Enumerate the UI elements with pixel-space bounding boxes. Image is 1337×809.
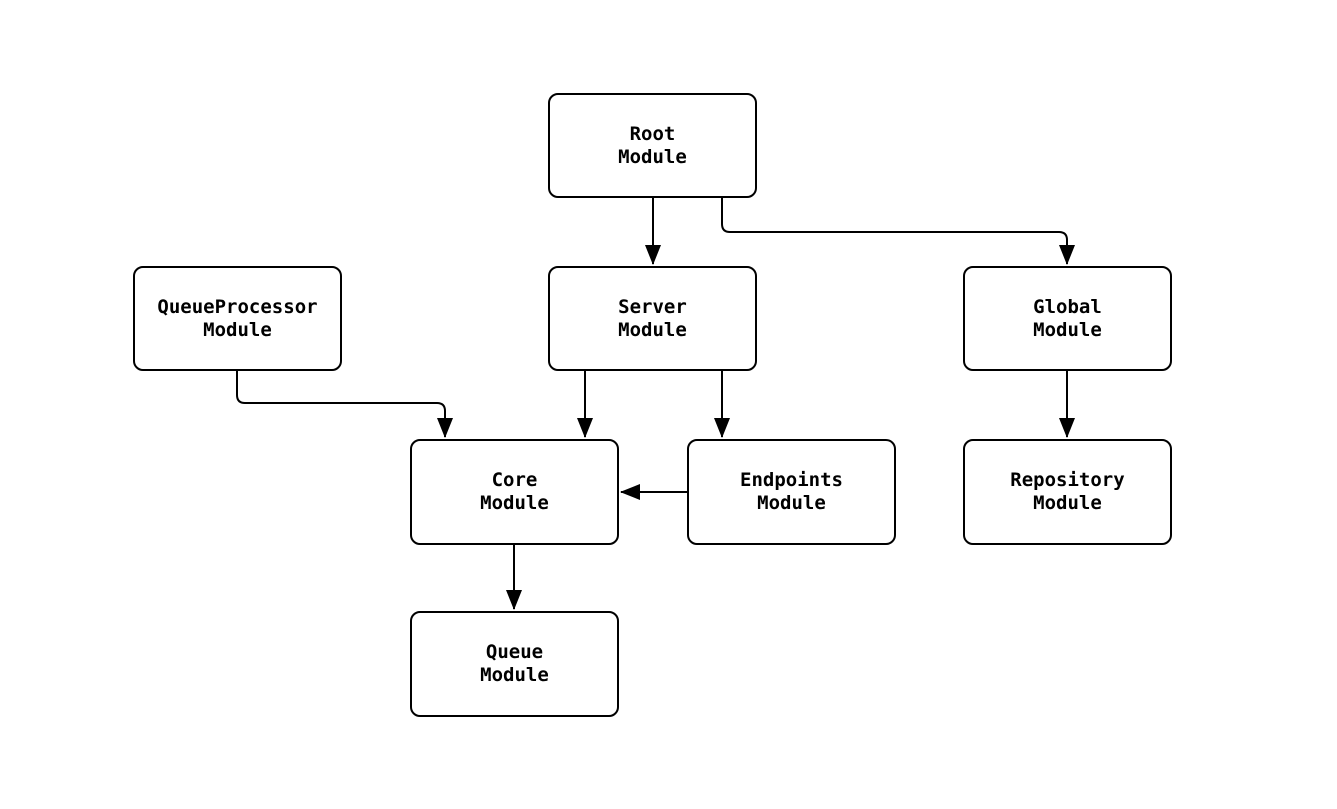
node-core-module: Core Module [410,439,619,545]
node-queue-module-label: Queue Module [480,641,549,686]
node-server-module-label: Server Module [618,295,687,341]
node-root-module: Root Module [548,93,757,198]
node-global-module-label: Global Module [1033,295,1102,341]
node-server-module: Server Module [548,266,757,371]
node-repository-module: Repository Module [963,439,1172,545]
node-core-module-label: Core Module [480,469,549,514]
edge-root-to-global [721,198,1075,265]
node-repository-module-label: Repository Module [1010,469,1125,514]
node-root-module-label: Root Module [618,122,687,168]
node-queueprocessor-module: QueueProcessor Module [133,266,342,371]
node-global-module: Global Module [963,266,1172,371]
node-endpoints-module-label: Endpoints Module [740,469,843,514]
node-endpoints-module: Endpoints Module [687,439,896,545]
node-queue-module: Queue Module [410,611,619,717]
edge-queueprocessor-to-core [236,371,453,438]
node-queueprocessor-module-label: QueueProcessor Module [157,295,318,341]
